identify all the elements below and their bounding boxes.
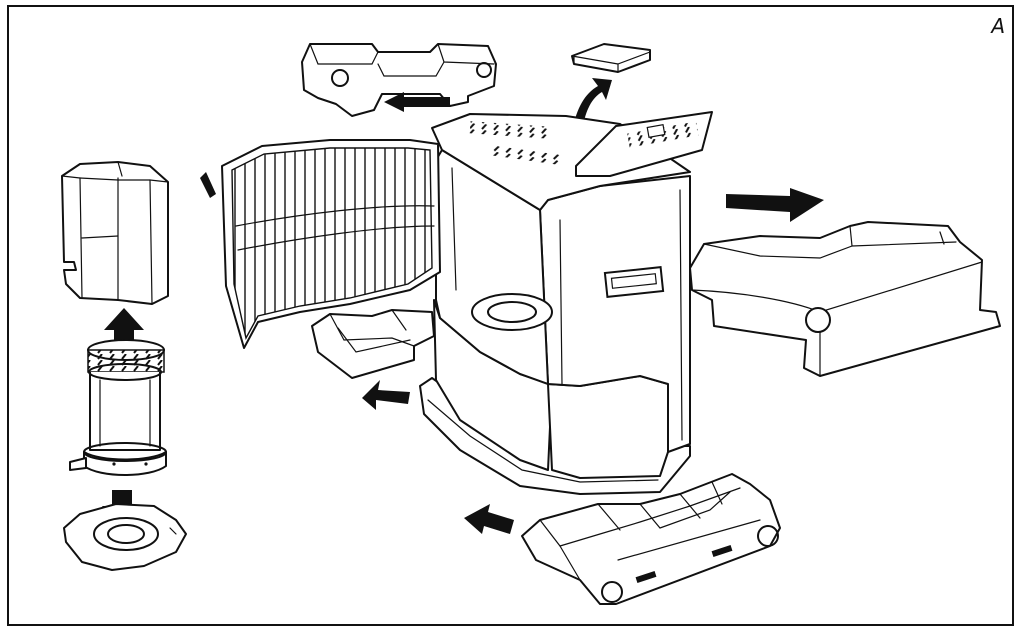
arrow-up-left-icon <box>362 380 410 410</box>
top-lid-plate <box>571 43 651 73</box>
bottom-front-tray <box>521 473 781 605</box>
arrow-right-icon <box>726 188 824 222</box>
burner-base-plate <box>63 503 187 571</box>
arrow-down-left-icon <box>464 504 514 534</box>
hexagonal-chimney-cover <box>61 161 169 305</box>
heater-body <box>419 111 713 495</box>
middle-base-tray <box>311 309 435 379</box>
figure-frame <box>7 5 1014 626</box>
curved-grill-panel <box>221 139 441 349</box>
arrow-small-icon <box>200 172 216 198</box>
burner-cylinder <box>69 339 167 476</box>
figure-label: A <box>991 14 1005 38</box>
arrow-left-icon <box>384 92 450 112</box>
right-side-cover <box>689 221 1001 377</box>
arrow-up-icon <box>104 308 144 346</box>
